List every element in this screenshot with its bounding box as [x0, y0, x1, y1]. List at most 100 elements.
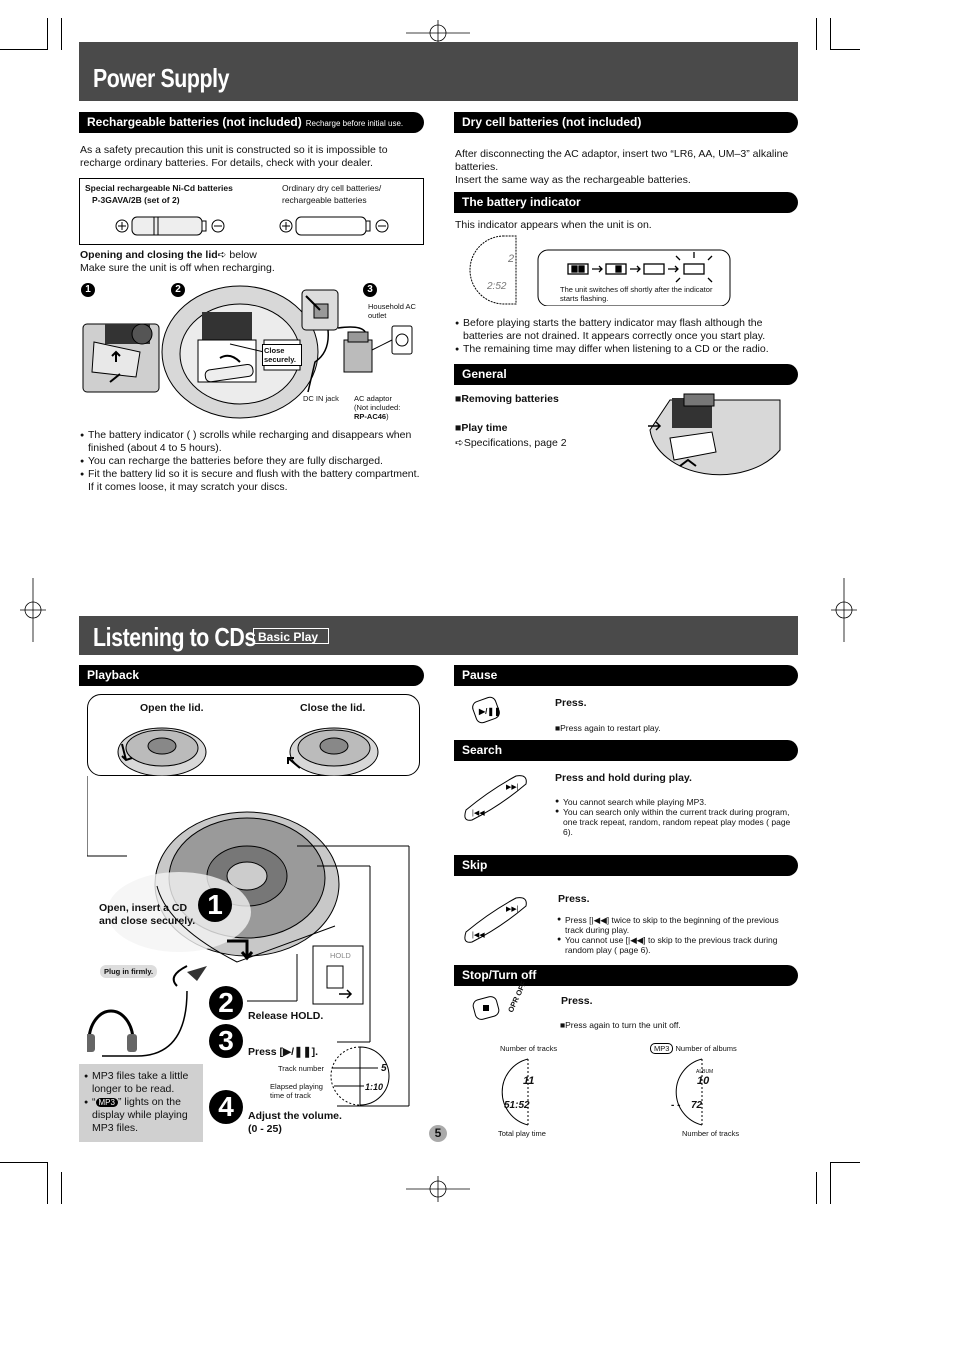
battery-comparison-box: Special rechargeable Ni-Cd batteries P-3… [79, 178, 424, 245]
special-battery-label: Special rechargeable Ni-Cd batteries [85, 183, 233, 193]
cd-stop-lcd [501, 1058, 529, 1126]
registration-mark-icon [406, 20, 470, 46]
playback-lcd-track: 5 [381, 1063, 387, 1074]
skip-notes: Press [|◀◀] twice to skip to the beginni… [557, 915, 797, 955]
ordinary-battery-icon [279, 216, 389, 236]
mp3-stop-lcd [675, 1058, 703, 1126]
close-lid-label: Close the lid. [300, 702, 366, 714]
listening-banner: Listening to CDs Basic Play [79, 616, 798, 655]
mp3-albums-header: MP3 Number of albums [650, 1043, 737, 1054]
mp3-notes: MP3 files take a little longer to be rea… [84, 1070, 196, 1135]
ordinary-battery-label: Ordinary dry cell batteries/ [282, 183, 382, 193]
step-2-badge: 2 [171, 283, 185, 297]
registration-mark-icon [831, 578, 857, 642]
release-hold-label: Release HOLD. [248, 1010, 324, 1022]
skip-heading: Skip [454, 855, 798, 876]
lid-open-close-panel: Open the lid. Close the lid. [87, 694, 420, 776]
mp3-note-2-open: “ [92, 1096, 96, 1108]
skip-note-2: You cannot use [|◀◀] to skip to the prev… [557, 935, 797, 955]
lid-heading-below: below [229, 249, 257, 261]
recharge-note-2: You can recharge the batteries before th… [80, 455, 425, 468]
playback-lcd [330, 1046, 390, 1106]
rechargeable-heading: Rechargeable batteries (not included)Rec… [79, 112, 424, 133]
household-outlet-label: Household AC outlet [368, 302, 416, 320]
battery-indicator-text: This indicator appears when the unit is … [455, 219, 652, 231]
battery-flash-note: The unit switches off shortly after the … [560, 285, 713, 303]
lid-note: Make sure the unit is off when rechargin… [80, 262, 275, 274]
dry-cell-text-2: Insert the same way as the rechargeable … [455, 174, 691, 186]
insert-cd-line-2: and close securely. [99, 915, 196, 927]
mp3-stop-badge: MP3 [650, 1043, 674, 1054]
crop-mark [830, 1162, 860, 1163]
ac-adaptor-end: ) [386, 412, 389, 421]
mp3-albums-label: Number of albums [675, 1044, 737, 1053]
cd-player-illustration [87, 776, 410, 1107]
adjust-volume-line-2: (0 - 25) [248, 1123, 282, 1135]
step-3-number: 3 [209, 1024, 243, 1058]
page-title: Power Supply [93, 63, 230, 93]
stop-press: Press. [561, 995, 593, 1007]
stop-heading: Stop/Turn off [454, 965, 798, 986]
crop-mark [61, 1172, 62, 1204]
search-notes: You cannot search while playing MP3. You… [555, 797, 795, 837]
special-battery-model: P-3GAVA/2B (set of 2) [92, 195, 180, 205]
mp3-note-2: “MP3” lights on the display while playin… [84, 1096, 196, 1135]
play-time-ref-text: Specifications, page 2 [463, 437, 567, 449]
rechargeable-heading-note: Recharge before initial use. [305, 119, 404, 128]
adjust-volume-line-1: Adjust the volume. [248, 1110, 342, 1122]
elapsed-time-line-1: Elapsed playing [270, 1082, 323, 1091]
elapsed-time-label: Elapsed playing time of track [270, 1082, 323, 1100]
insert-cd-label: Open, insert a CD and close securely. [99, 902, 195, 928]
insert-cd-line-1: Open, insert a CD [99, 902, 188, 914]
skip-note-1: Press [|◀◀] twice to skip to the beginni… [557, 915, 797, 935]
battery-note-1: Before playing starts the battery indica… [455, 317, 795, 343]
lid-heading: Opening and closing the lid➪ below [80, 249, 257, 262]
press-play-label: Press [▶/❚❚]. [248, 1046, 319, 1058]
dry-cell-heading: Dry cell batteries (not included) [454, 112, 798, 133]
search-note-1: You cannot search while playing MP3. [555, 797, 795, 807]
ac-adaptor-line-2: (Not included: [354, 403, 401, 412]
close-securely-label: Close securely. [262, 344, 302, 366]
adjust-volume-label: Adjust the volume. (0 - 25) [248, 1110, 342, 1136]
battery-indicator-lcd [469, 235, 731, 306]
arrow-ref-icon: ➪ [217, 249, 227, 261]
special-battery-icon [115, 216, 225, 236]
general-heading: General [454, 364, 798, 385]
mp3-tracks-value: 72 [691, 1100, 703, 1111]
crop-mark [61, 18, 62, 50]
crop-mark [0, 1162, 48, 1163]
step-3-badge: 3 [363, 283, 377, 297]
crop-mark [47, 18, 48, 50]
ac-adaptor-model: RP-AC46 [354, 412, 387, 421]
mp3-album-word: ALBUM [696, 1069, 714, 1075]
mp3-note-2-rest: ” lights on the display while playing MP… [92, 1096, 188, 1134]
cd-tracks-label: Number of tracks [500, 1044, 558, 1053]
basic-play-badge: Basic Play [253, 628, 329, 644]
arrow-ref-icon: ➪ [455, 437, 464, 449]
ac-adaptor-line-1: AC adaptor [354, 394, 392, 403]
mp3-badge: MP3 [95, 1098, 118, 1107]
step-2-number: 2 [209, 986, 243, 1020]
lcd-track: 2 [508, 253, 515, 265]
battery-indicator-heading: The battery indicator [454, 192, 798, 213]
search-buttons-icon: |◀◀ ▶▶| [464, 775, 527, 821]
removing-batteries: ■Removing batteries [455, 393, 559, 405]
page-title-listening: Listening to CDs [93, 622, 256, 652]
svg-text:▶▶|: ▶▶| [506, 906, 519, 913]
search-heading: Search [454, 740, 798, 761]
svg-text:▶/❚❚: ▶/❚❚ [478, 707, 501, 717]
ac-adaptor-label: AC adaptor (Not included: RP-AC46) [354, 394, 424, 421]
recharge-illustration [82, 285, 413, 419]
registration-mark-icon [20, 578, 46, 642]
mp3-tracks-label: Number of tracks [682, 1129, 740, 1138]
svg-text:|◀◀: |◀◀ [472, 932, 485, 939]
crop-mark [830, 1162, 831, 1204]
recharge-note-1: The battery indicator ( ) scrolls while … [80, 429, 425, 455]
search-note-2: You can search only within the current t… [555, 807, 795, 837]
power-supply-banner: Power Supply [79, 42, 798, 101]
stop-note: ■Press again to turn the unit off. [560, 1020, 681, 1030]
pause-press: Press. [555, 697, 587, 709]
crop-mark [0, 49, 48, 50]
rechargeable-intro: As a safety precaution this unit is cons… [80, 144, 388, 169]
cd-tracks-value: 11 [523, 1075, 535, 1087]
